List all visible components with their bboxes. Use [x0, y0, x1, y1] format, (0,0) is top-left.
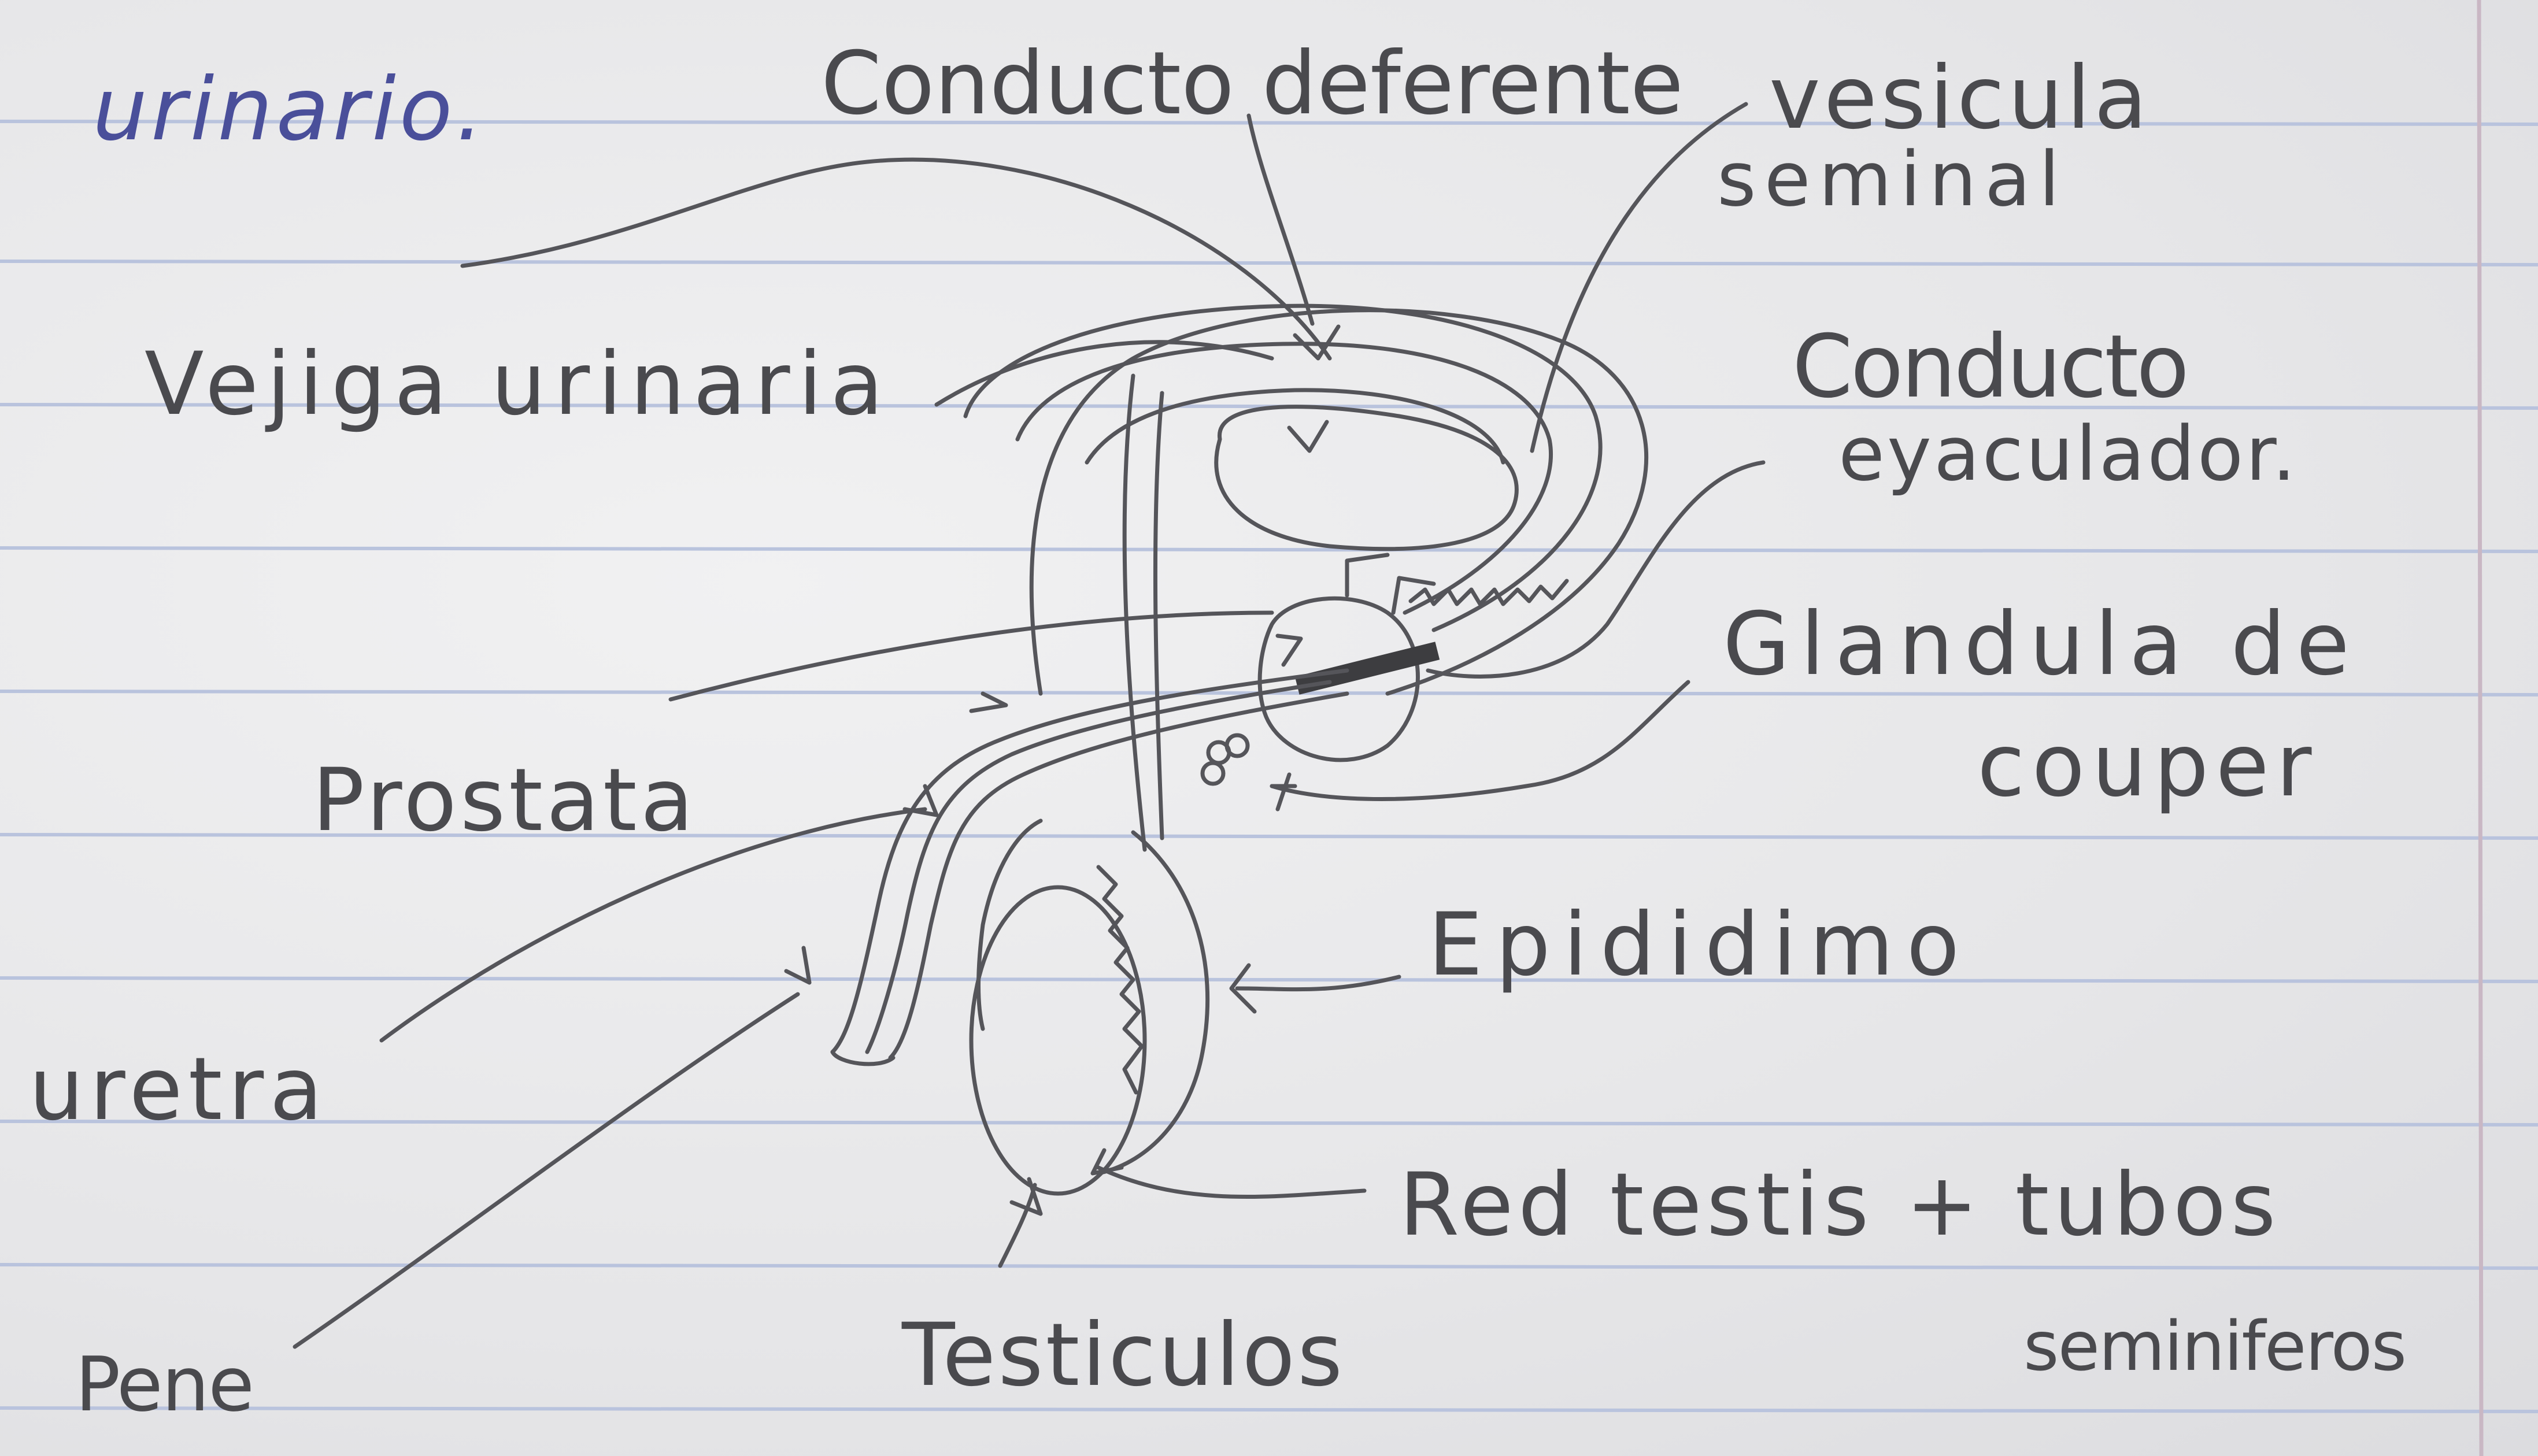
leader-epididimo [1237, 977, 1399, 990]
label-prostata: Prostata [312, 757, 697, 844]
cowper-gland [1203, 763, 1223, 784]
penis-outline-bottom [890, 694, 1347, 1058]
corpus-line [979, 821, 1041, 1029]
spermatic-cord [1124, 376, 1162, 850]
arrowhead [1289, 422, 1327, 451]
label-red-testis: Red testis + tubos [1399, 1162, 2281, 1248]
cowper-gland [1227, 735, 1248, 756]
label-testiculos: Testiculos [902, 1312, 1345, 1399]
label-eyaculador: eyaculador. [1838, 416, 2298, 491]
label-urinario: urinario. [93, 66, 487, 153]
leader-prostata [671, 613, 1272, 699]
leader-pene [295, 994, 798, 1347]
leader-vesicula [1532, 104, 1746, 451]
label-vejiga-urinaria: Vejiga urinaria [145, 341, 891, 428]
label-seminal: seminal [1717, 142, 2068, 217]
bladder-outline [1216, 407, 1517, 549]
label-vesicula: vesicula [1769, 55, 2151, 142]
arrowhead [786, 948, 809, 983]
testis-outline [971, 887, 1145, 1194]
leader-glandula [1272, 682, 1688, 799]
epididymis [1098, 867, 1142, 1092]
label-uretra: uretra [29, 1046, 328, 1133]
label-couper: couper [1977, 723, 2318, 809]
label-glandula-de: Glandula de [1723, 601, 2360, 688]
arrowhead [1278, 636, 1301, 665]
label-epididimo: Epididimo [1428, 902, 1972, 988]
leader-red-testis [1098, 1168, 1364, 1196]
label-conducto-deferente: Conducto deferente [821, 40, 1684, 127]
label-seminiferos: seminiferos [2023, 1312, 2406, 1380]
leader-testiculos [1000, 1185, 1035, 1266]
label-pene: Pene [75, 1347, 253, 1422]
label-conducto: Conducto [1792, 324, 2187, 410]
arrowhead [971, 694, 1006, 711]
leader-conducto-deferente [1249, 116, 1312, 324]
glans-tip [833, 1052, 893, 1064]
leader-urinario [463, 160, 1330, 358]
